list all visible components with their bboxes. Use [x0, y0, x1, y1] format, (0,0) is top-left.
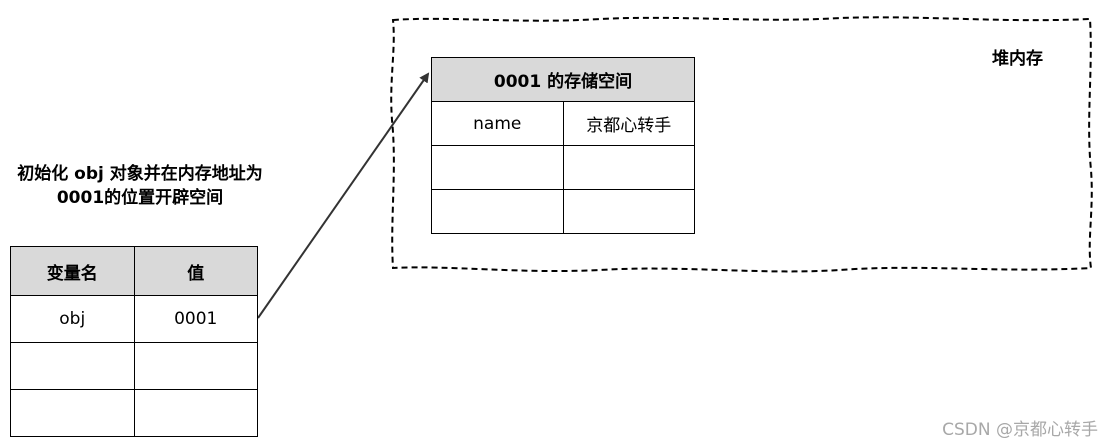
header-variable-name: 变量名: [10, 246, 135, 296]
header-value: 值: [133, 246, 258, 296]
table-row: [431, 189, 695, 234]
variable-value-cell: [133, 342, 258, 390]
table-row: name 京都心转手: [431, 101, 695, 146]
table-row: [431, 145, 695, 190]
variable-name-cell: [10, 389, 135, 437]
variable-name-cell: [10, 342, 135, 390]
table-row: obj 0001: [10, 295, 258, 343]
heap-value-cell: 京都心转手: [562, 101, 695, 146]
heap-key-cell: [431, 145, 564, 190]
watermark-text: CSDN @京都心转手: [942, 420, 1098, 440]
variable-value-cell: 0001: [133, 295, 258, 343]
heap-table-title: 0001 的存储空间: [431, 57, 695, 102]
table-row: [10, 389, 258, 437]
variable-table: 变量名 值 obj 0001: [10, 246, 258, 437]
caption-text: 初始化 obj 对象并在内存地址为0001的位置开辟空间: [17, 164, 263, 208]
heap-value-cell: [562, 189, 695, 234]
heap-label: 堆内存: [992, 49, 1043, 69]
variable-name-cell: obj: [10, 295, 135, 343]
pointer-arrow: [257, 72, 430, 319]
heap-key-cell: [431, 189, 564, 234]
heap-value-cell: [562, 145, 695, 190]
heap-storage-table: 0001 的存储空间 name 京都心转手: [431, 57, 695, 234]
table-row: [10, 342, 258, 390]
heap-key-cell: name: [431, 101, 564, 146]
variable-value-cell: [133, 389, 258, 437]
